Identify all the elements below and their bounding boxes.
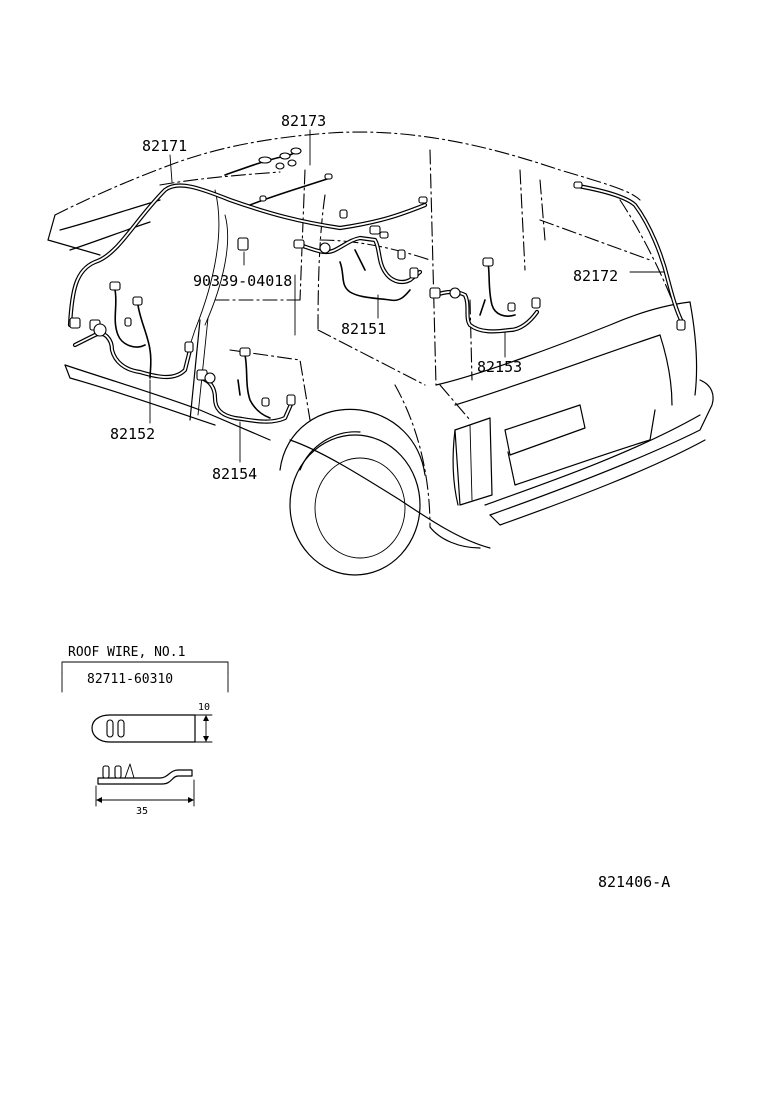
roof-wire-82172: [573, 181, 686, 331]
wire-82152: [69, 281, 194, 380]
clip-90339-04018: [237, 237, 249, 251]
label-82172: 82172: [573, 267, 618, 285]
clip-top-view: 10: [91, 702, 213, 743]
label-82153: 82153: [477, 358, 522, 376]
wire-82154: [196, 347, 296, 424]
label-82151: 82151: [341, 320, 386, 338]
figure-id: 821406-A: [598, 873, 670, 891]
clip-side-view: 35: [95, 763, 195, 817]
label-90339-04018: 90339-04018: [193, 272, 292, 290]
dim-height-label: 10: [198, 702, 210, 713]
label-82154: 82154: [212, 465, 257, 483]
roof-wire-82173: [224, 147, 333, 206]
label-82173: 82173: [281, 112, 326, 130]
label-82152: 82152: [110, 425, 155, 443]
dim-width-label: 35: [136, 806, 148, 817]
wire-82151: [293, 209, 423, 302]
label-82171: 82171: [142, 137, 187, 155]
inset-part-number: 82711-60310: [87, 672, 173, 687]
inset-roof-wire-clip: ROOF WIRE, NO.1 82711-60310 10 35: [61, 645, 229, 817]
vehicle-body-outline: [47, 131, 714, 576]
part-labels: 82173 82171 82172 90339-04018 82151 8215…: [110, 112, 618, 483]
leader-lines: [149, 129, 665, 463]
wire-82153: [429, 257, 541, 334]
inset-title: ROOF WIRE, NO.1: [68, 645, 185, 660]
roof-wire-82171: [67, 183, 428, 328]
